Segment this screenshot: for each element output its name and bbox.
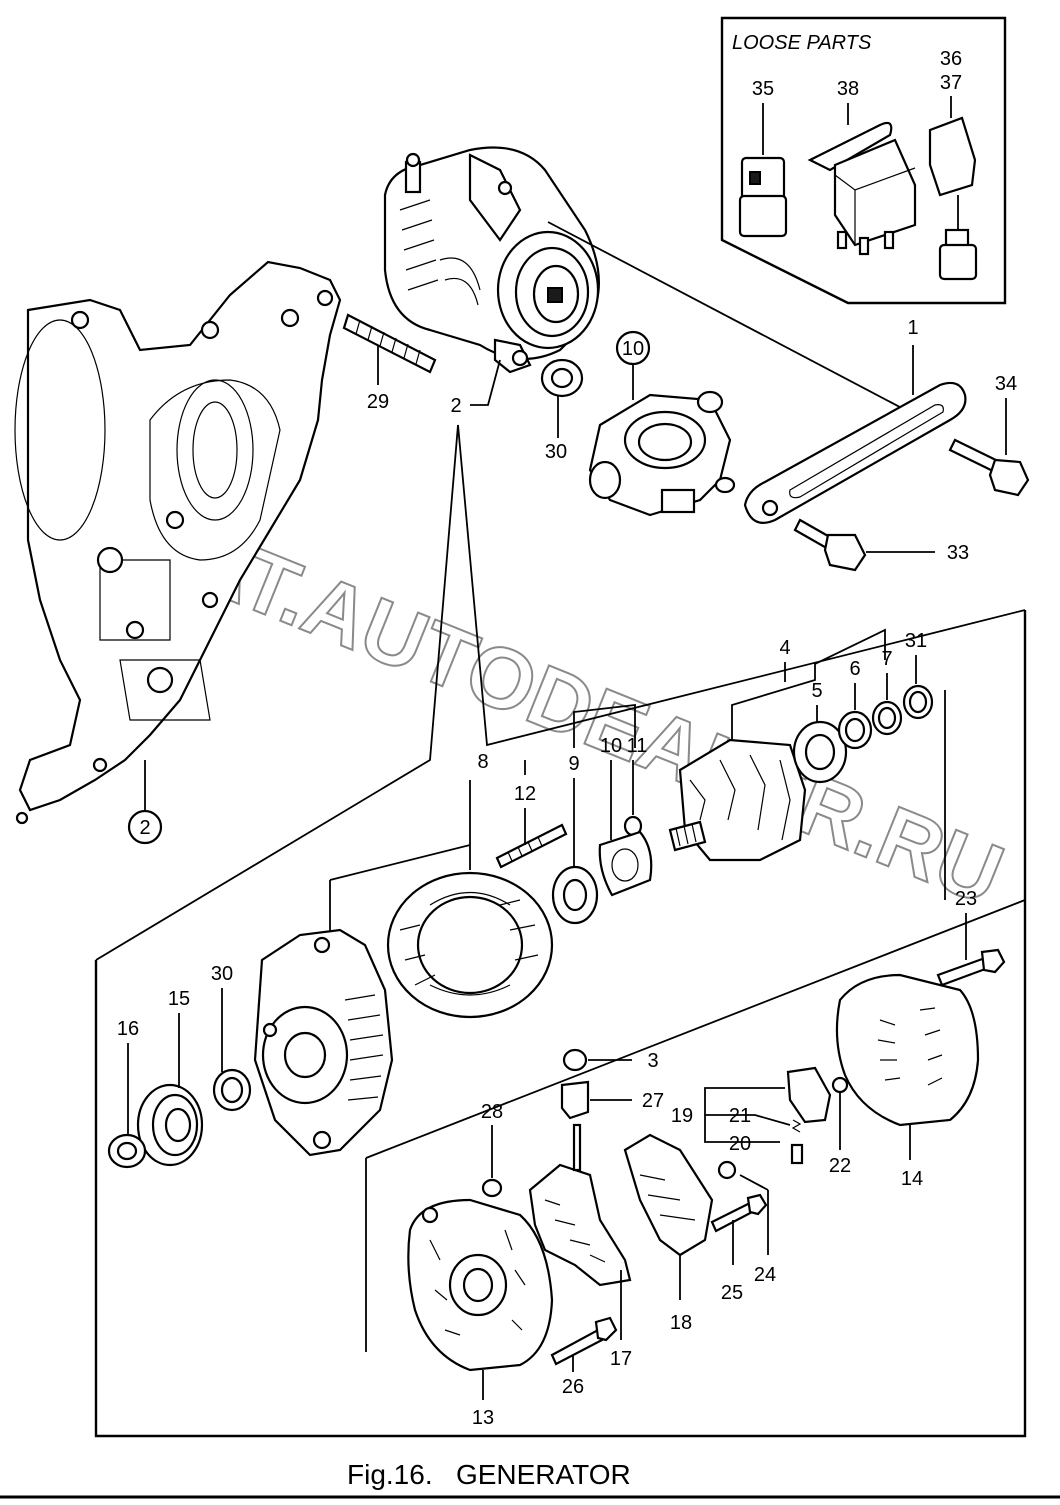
brush-holder-icon [623,1133,714,1257]
callout-4: 4 [779,637,790,659]
nut-icon [481,1178,503,1198]
callout-20: 20 [729,1133,751,1155]
callout-14: 14 [901,1168,923,1190]
explode-line-left [95,424,459,961]
loose-parts-box: LOOSE PARTS 35 38 36 37 [720,16,1007,305]
spring-icon [790,1119,804,1165]
leader-alternator-to-1 [547,221,916,416]
callout-13: 13 [472,1407,494,1429]
label-37: 37 [940,72,962,94]
figure-caption: Fig.16. GENERATOR [347,1459,631,1490]
rear-cover-icon [835,973,980,1127]
callout-22: 22 [829,1155,851,1177]
pulley-icon [136,1083,204,1167]
washer-icon [837,710,873,750]
callout-10-top: 10 [622,338,644,360]
callout-7: 7 [881,648,892,670]
nut-icon [107,1133,147,1169]
callout-5: 5 [811,680,822,702]
bolt-icon [550,1316,618,1366]
bolt-icon [793,518,867,572]
callout-19: 19 [671,1105,693,1127]
callout-34: 34 [995,373,1017,395]
nut-icon [717,1160,737,1180]
callout-25: 25 [721,1282,743,1304]
adjusting-plate-icon [743,381,967,524]
bracket-8 [329,780,471,940]
callout-23: 24 [754,1264,776,1286]
rectifier-icon [528,1123,632,1287]
gear-case-housing-icon [14,260,342,825]
thermostat-housing-icon [588,390,736,517]
callout-33: 33 [947,542,969,564]
callout-12: 12 [514,783,536,805]
front-housing-icon [253,928,394,1157]
alternator-assembly-icon [383,146,600,374]
stator-icon [386,871,554,1019]
callout-2-top: 2 [450,395,461,417]
loose-parts-frame [720,16,1007,305]
bearing-icon [551,865,599,925]
callout-18: 17 [610,1348,632,1370]
bracket-4 [731,628,886,740]
leader-2-top [470,359,501,406]
loose-parts-title: LOOSE PARTS [732,32,872,54]
nut-icon [562,1048,588,1072]
callout-26: 26 [562,1376,584,1398]
gasket-icon [598,830,653,897]
bearing-icon [792,720,848,784]
callout-8: 8 [477,751,488,773]
washer-icon [902,684,934,720]
relay-icon [807,103,917,256]
stud-bolt-icon [342,313,437,374]
explode-line-lower [365,899,1026,1352]
label-38: 38 [837,78,859,100]
callout-10-lower: 10 [600,735,622,757]
callout-21: 21 [729,1105,751,1127]
callout-28: 28 [481,1101,503,1123]
callout-17: 18 [670,1312,692,1334]
bolt-icon [710,1193,768,1233]
label-36: 36 [940,48,962,70]
connector-icon [738,103,788,238]
callout-30: 31 [905,630,927,652]
regulator-icon [786,1066,849,1124]
callout-29: 30 [211,963,233,985]
bracket-19 [704,1087,791,1143]
callout-16: 16 [117,1018,139,1040]
sensor-icon [928,96,978,281]
explode-line-right [457,424,1026,747]
callout-11: 11 [627,735,648,757]
nut-icon [540,358,584,398]
callout-32: 30 [545,441,567,463]
collar-icon [212,1068,252,1112]
rear-frame-icon [407,1198,554,1372]
callout-circle-2 [127,809,163,845]
callout-2-housing: 2 [139,817,150,839]
exploded-frame [94,610,1027,1438]
bracket-9 [573,703,636,748]
rotor-assembly-icon [668,738,807,862]
callout-15: 15 [168,988,190,1010]
callout-3: 3 [647,1050,658,1072]
bolt-icon [948,438,1030,497]
label-35: 35 [752,78,774,100]
callout-6: 6 [849,658,860,680]
callout-1: 1 [907,317,918,339]
insulator-icon [560,1080,590,1120]
callout-27: 27 [642,1090,664,1112]
callout-9: 9 [568,753,579,775]
callout-24: 23 [955,888,977,910]
stud-bolt-icon [495,823,568,869]
bolt-icon [936,948,1006,987]
callout-31: 29 [367,391,389,413]
washer-icon [871,700,903,736]
